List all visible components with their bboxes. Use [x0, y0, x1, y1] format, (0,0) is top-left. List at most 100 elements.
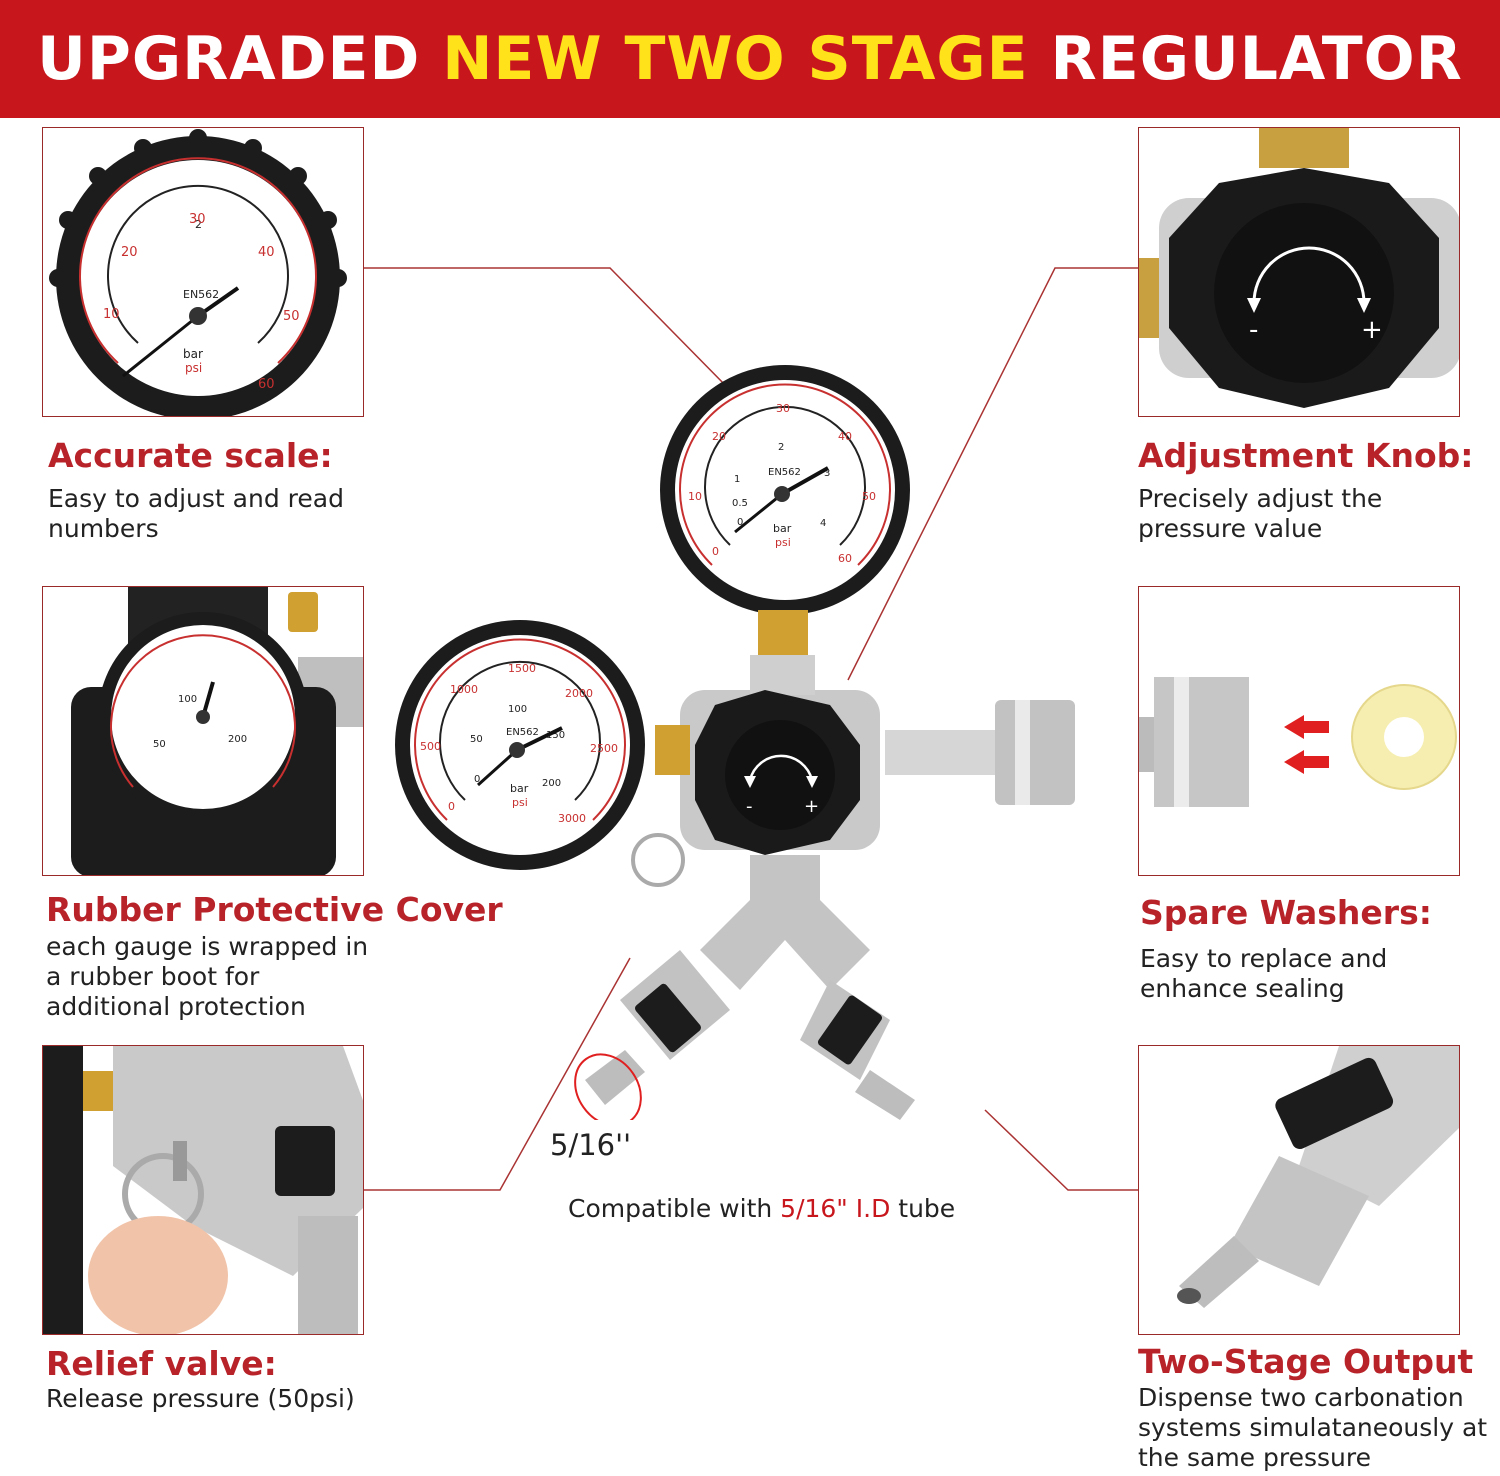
low-psi-0: 0: [712, 545, 719, 558]
svg-text:bar: bar: [183, 347, 203, 361]
compatibility-caption: Compatible with 5/16" I.D tube: [568, 1194, 955, 1223]
connector-output: [984, 1109, 1138, 1191]
spare-washers-title: Spare Washers:: [1140, 893, 1432, 932]
low-gauge-brand: EN562: [768, 467, 801, 478]
relief-valve-image: [43, 1046, 363, 1334]
regulator-knob-minus: -: [746, 796, 753, 817]
two-stage-output-title: Two-Stage Output: [1138, 1342, 1474, 1381]
regulator-knob-plus: +: [804, 796, 819, 817]
svg-text:10: 10: [103, 307, 120, 322]
rubber-cover-desc: each gauge is wrapped in a rubber boot f…: [46, 932, 369, 1021]
high-psi-1000: 1000: [450, 683, 478, 696]
title-part-3: REGULATOR: [1028, 24, 1463, 94]
finger: [88, 1216, 228, 1334]
low-bar-2: 2: [778, 442, 784, 453]
low-psi-50: 50: [862, 490, 876, 503]
spare-washers-panel: [1138, 586, 1460, 876]
low-bar-4: 4: [820, 518, 826, 529]
compat-prefix: Compatible with: [568, 1194, 781, 1223]
low-psi-10: 10: [688, 490, 702, 503]
low-unit-bar: bar: [773, 522, 792, 535]
svg-text:60: 60: [258, 377, 275, 392]
spare-washers-desc: Easy to replace and enhance sealing: [1140, 944, 1388, 1003]
title-part-1: UPGRADED: [37, 24, 443, 94]
accurate-scale-title: Accurate scale:: [48, 436, 333, 475]
right-hose-barb: [855, 1070, 915, 1120]
barb-size-label: 5/16'': [550, 1128, 632, 1162]
knob-plus-symbol: +: [1361, 315, 1383, 345]
svg-text:psi: psi: [185, 361, 202, 375]
high-bar-100: 100: [508, 704, 527, 715]
high-unit-bar: bar: [510, 782, 529, 795]
svg-text:200: 200: [228, 734, 247, 745]
gauge-closeup-image: 2 EN562 10 20 30 40 50 60 bar psi: [49, 129, 347, 416]
accurate-scale-desc: Easy to adjust and read numbers: [48, 484, 344, 543]
rubber-cover-title: Rubber Protective Cover: [46, 890, 503, 929]
knob-closeup-image: - +: [1139, 128, 1459, 408]
connector-cover: [362, 957, 631, 1191]
svg-text:40: 40: [258, 245, 275, 260]
output-valve-image: [1177, 1046, 1459, 1308]
hose-barb: [1179, 1236, 1259, 1308]
bezel-teeth: [49, 129, 347, 287]
low-psi-30: 30: [776, 402, 790, 415]
barb-highlight-ring: [574, 1053, 642, 1120]
outlet-nut: [995, 700, 1075, 805]
rubber-boot-image: 100 50 200: [71, 587, 363, 875]
high-pressure-gauge: EN562 0 500 1000 1500 2000 2500 3000 0 5…: [395, 620, 645, 870]
low-psi-20: 20: [712, 430, 726, 443]
low-bar-05: 0.5: [732, 498, 748, 509]
relief-valve-desc: Release pressure (50psi): [46, 1384, 355, 1413]
arrow-upper: [1284, 715, 1329, 739]
low-pressure-gauge: EN562 0 10 20 30 40 50 60 0 0.5 1 2 3 4 …: [660, 365, 910, 615]
adjustment-knob-title: Adjustment Knob:: [1138, 436, 1474, 475]
svg-text:20: 20: [121, 245, 138, 260]
low-bar-1: 1: [734, 474, 740, 485]
svg-text:30: 30: [189, 212, 206, 227]
high-bar-50: 50: [470, 734, 483, 745]
adjustment-knob-panel: - +: [1138, 127, 1460, 417]
high-psi-2000: 2000: [565, 687, 593, 700]
relief-valve-title: Relief valve:: [46, 1344, 277, 1383]
left-hose-barb: [585, 1050, 645, 1105]
compat-suffix: tube: [890, 1194, 956, 1223]
two-stage-output-desc: Dispense two carbonation systems simulat…: [1138, 1383, 1488, 1472]
high-psi-3000: 3000: [558, 812, 586, 825]
high-unit-psi: psi: [512, 796, 528, 809]
relief-valve-panel: [42, 1045, 364, 1335]
svg-text:50: 50: [283, 309, 300, 324]
low-bar-3: 3: [824, 468, 830, 479]
hex-nut: [1154, 677, 1249, 807]
low-psi-40: 40: [838, 430, 852, 443]
regulator-illustration: EN562 0 10 20 30 40 50 60 0 0.5 1 2 3 4 …: [395, 365, 1075, 1120]
relief-ring: [631, 833, 685, 887]
svg-text:2: 2: [195, 218, 202, 231]
high-bar-150: 150: [546, 730, 565, 741]
svg-text:50: 50: [153, 739, 166, 750]
accurate-scale-panel: 2 EN562 10 20 30 40 50 60 bar psi: [42, 127, 364, 417]
low-unit-psi: psi: [775, 536, 791, 549]
high-psi-500: 500: [420, 740, 441, 753]
knob-minus-symbol: -: [1249, 315, 1258, 345]
low-bar-0: 0: [737, 517, 743, 528]
high-bar-0: 0: [474, 774, 480, 785]
high-psi-2500: 2500: [590, 742, 618, 755]
page-title: UPGRADED NEW TWO STAGE REGULATOR: [37, 24, 1463, 94]
compat-highlight: 5/16" I.D: [780, 1194, 891, 1223]
connector-scale: [362, 267, 729, 389]
washers-image: [1139, 677, 1457, 807]
arrow-lower: [1284, 750, 1329, 774]
connector-knob: [847, 267, 1138, 681]
rubber-cover-panel: 100 50 200: [42, 586, 364, 876]
svg-text:100: 100: [178, 694, 197, 705]
manifold: [700, 855, 870, 990]
outlet-stem: [885, 730, 1005, 775]
low-psi-60: 60: [838, 552, 852, 565]
high-psi-0: 0: [448, 800, 455, 813]
header-banner: UPGRADED NEW TWO STAGE REGULATOR: [0, 0, 1500, 118]
svg-text:EN562: EN562: [183, 288, 219, 301]
high-bar-200: 200: [542, 778, 561, 789]
title-highlight: NEW TWO STAGE: [442, 24, 1029, 94]
gauge-face: [80, 160, 316, 396]
